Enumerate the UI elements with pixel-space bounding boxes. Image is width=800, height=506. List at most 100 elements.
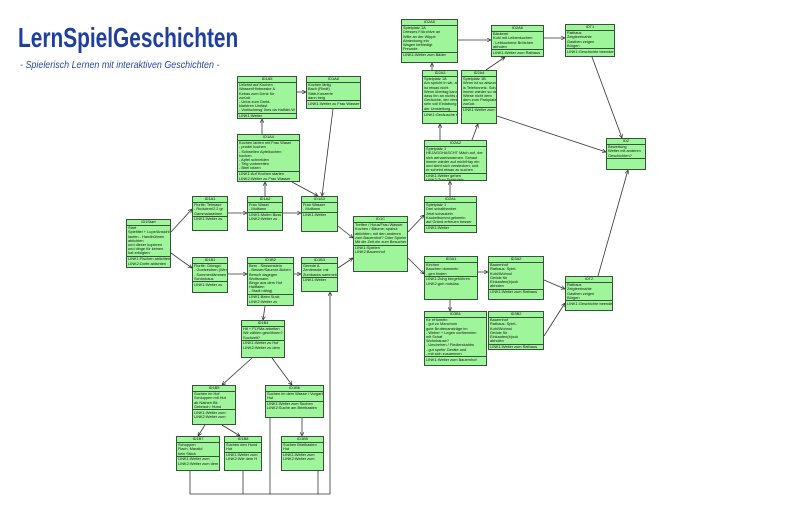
node-link: LINK1:Spielen	[355, 244, 380, 250]
node-line: Spielplatz 1	[426, 146, 447, 152]
node-line: - Urlos zum Drekt-	[239, 99, 271, 104]
node-body: Flurlte: Grinsgd- Goetzeuben (Wendv- Som…	[193, 263, 228, 282]
node-link: LINK2:Weiter zu Frau Wasser	[239, 175, 291, 181]
node-links: LINK1:Weiter zum Rathaus	[489, 288, 543, 295]
node-line: - prodei kochen	[239, 144, 266, 150]
node-link: LINK1:Weiter zum	[178, 456, 210, 462]
node-line: Gammalaseinen	[194, 210, 223, 216]
node-body: Kochen lanten mit Frau Wasel- prodei koc…	[238, 140, 299, 171]
node-line: Suchen im dem Wasse / Vorgarten	[267, 391, 324, 397]
node-line: Bauernhof	[490, 317, 508, 323]
node-link: LINK1:Weiter	[303, 277, 327, 283]
node-line: Kuhl/Wohnul	[490, 325, 512, 331]
node-line: er scheint etwas zu suchen	[426, 167, 473, 173]
node-link: LINK1:Weiter	[239, 113, 263, 119]
node-line: Freunde	[403, 46, 418, 52]
node-line: abholen	[490, 283, 504, 289]
node-line: Treffen / Hous/Frau Wasser	[355, 222, 403, 228]
node-link: LINK1:Weiter zum	[194, 409, 226, 415]
node-link: LINK2:Weiter zu	[249, 298, 278, 304]
node-links: LINK1:Weiter zu	[193, 216, 227, 222]
node-line: Start	[128, 225, 137, 231]
node-title: ID3B1	[425, 312, 486, 318]
node-link: LINK2:Zum Spielplatz	[426, 177, 464, 181]
node-link: LINK1:Weiter zum Suchen	[267, 401, 313, 407]
edge-id1b4-to-id1b5	[222, 357, 253, 385]
node-links: LINK1:Weiter zu	[193, 281, 227, 287]
node-line: - Sommerdämmen fel	[194, 271, 228, 277]
node-links: LINK1:Weiter zu Frau Wasser	[307, 100, 360, 106]
node-line: ablichten	[128, 237, 144, 243]
node-line: Wohnhause?	[426, 338, 449, 344]
node-line: Suchen im Hof	[194, 391, 220, 397]
node-links: LINK1:Weiter zum Rathaus	[492, 49, 543, 55]
node-title: ID1Start	[127, 220, 170, 226]
node-links: LINK1:Weiter zum Bauernhof	[425, 356, 486, 362]
node-line: Geschichten?	[608, 152, 632, 158]
node-line: Spielplatz 1A	[403, 25, 426, 31]
node-links: LINK1:Weiter	[302, 211, 337, 218]
node-line: Mit die Zeit ein zum Besucher zu	[355, 239, 408, 244]
node-line: Wasser/Hintmaske &	[239, 86, 276, 92]
node-line: Einkaufen(b)ock	[490, 334, 519, 339]
edge-id1a4-to-id1a3	[291, 181, 318, 196]
node-line: Rathaus	[567, 30, 582, 36]
node-title: ID1B9	[282, 437, 323, 443]
node-line: Gasthen zeigen	[567, 290, 595, 296]
node-link: LINK2:Weiter zum dem	[178, 460, 219, 466]
node-title: ID1B6	[266, 386, 323, 392]
node-line: Zumbacks sammeln	[303, 271, 338, 277]
node-link: LINK1:Geräusche suchen	[424, 111, 458, 117]
site-logo-title: LernSpielGeschichten	[18, 22, 239, 53]
node-link: LINK1:Weiter zum Bäder	[463, 107, 496, 113]
node-line: Gebrisch: Hund	[194, 403, 222, 409]
node-line: Dresses F/Archive an	[403, 29, 441, 35]
node-line: Schluppen mit Hut	[194, 395, 226, 401]
node-link: LINK1:Weiter zum Rathaus	[493, 49, 541, 55]
node-line: HEJAGGHASCHT Mäch auf, der	[426, 150, 483, 156]
node-title: ID3A1	[425, 257, 477, 263]
node-title: ID2A2	[425, 141, 486, 147]
edge-id1b7-to-id1b3	[189, 292, 330, 495]
node-line: Weiter mit anderen	[608, 148, 641, 154]
node-line: kochen	[239, 152, 252, 158]
node-link: LINK2:Wie dem H	[226, 456, 258, 462]
node-line: Bäckerei	[493, 31, 509, 37]
node-line: Kuhl mit Leibenkuchen	[493, 35, 533, 41]
edge-id2a4-to-id2a6	[485, 57, 505, 71]
node-line: gute Bruttenansträge im	[426, 325, 468, 331]
node-title: IDT1	[566, 25, 614, 31]
edge-id2a4-to-idz	[496, 115, 606, 152]
edge-id1a6-to-id1a3	[322, 108, 334, 196]
node-line: Spielplatz 1A	[424, 76, 447, 82]
node-line: - Mulltann	[303, 206, 321, 212]
node-link: LINK2:Weiter zum	[283, 456, 315, 462]
node-title: ID2A6	[492, 26, 543, 32]
node-links: LINK1:Weiter	[425, 224, 476, 231]
node-link: LINK1:Weiter gehen	[426, 173, 461, 179]
edge-id1b5-to-id1b8	[221, 424, 240, 436]
node-line: Bauernhof	[490, 262, 508, 268]
